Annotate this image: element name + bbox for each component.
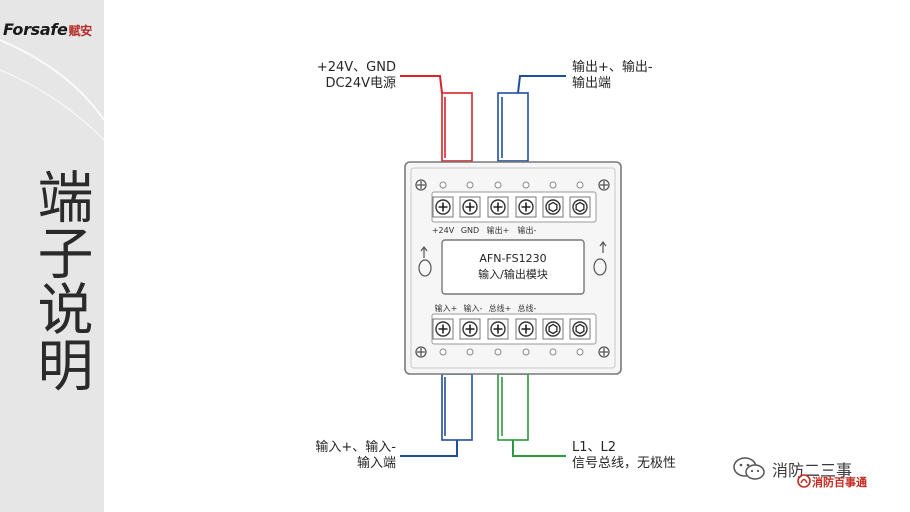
terminal-label-input-minus: 输入- bbox=[464, 303, 483, 313]
bus-callout: L1、L2 信号总线，无极性 bbox=[572, 440, 676, 472]
terminal-screw-top-4 bbox=[515, 196, 537, 218]
terminal-screw-bottom-1 bbox=[432, 318, 454, 340]
brand-name: Forsafe bbox=[3, 20, 68, 39]
terminal-hole-bottom-1 bbox=[439, 348, 447, 356]
page-title: 端子说明 bbox=[28, 168, 93, 392]
terminal-hole-bottom-4 bbox=[522, 348, 530, 356]
terminal-hole-bottom-5 bbox=[549, 348, 557, 356]
sidebar: Forsafe赋安 端子说明 bbox=[0, 0, 104, 512]
terminal-hole-top-5 bbox=[549, 181, 557, 189]
terminal-label-24v: +24V bbox=[432, 226, 455, 235]
decorative-curve bbox=[0, 39, 104, 141]
bottom-terminal-labels: 输入+ 输入- 总线+ 总线- bbox=[435, 303, 537, 313]
watermark-sub: 消防百事通 bbox=[812, 476, 867, 489]
input-callout: 输入+、输入- 输入端 bbox=[290, 440, 396, 472]
terminal-hole-top-2 bbox=[466, 181, 474, 189]
terminal-label-output-plus: 输出+ bbox=[487, 225, 510, 235]
output-callout-line1: 输出+、输出- bbox=[572, 60, 653, 75]
module-model: AFN-FS1230 bbox=[479, 252, 546, 265]
terminal-hole-bottom-3 bbox=[494, 348, 502, 356]
power-callout-line2: DC24V电源 bbox=[325, 76, 396, 91]
bus-wire bbox=[497, 373, 566, 457]
output-wire bbox=[497, 75, 566, 162]
terminal-screw-bottom-6 bbox=[569, 318, 591, 340]
terminal-hole-top-3 bbox=[494, 181, 502, 189]
terminal-label-input-plus: 输入+ bbox=[435, 303, 458, 313]
terminal-screw-bottom-3 bbox=[487, 318, 509, 340]
fire-logo-icon bbox=[797, 474, 811, 488]
terminal-label-output-minus: 输出- bbox=[518, 225, 537, 235]
terminal-hole-top-4 bbox=[522, 181, 530, 189]
bus-callout-line1: L1、L2 bbox=[572, 440, 617, 455]
terminal-hole-top-6 bbox=[576, 181, 584, 189]
output-callout-line2: 输出端 bbox=[572, 76, 612, 91]
input-callout-line1: 输入+、输入- bbox=[315, 440, 396, 455]
output-callout: 输出+、输出- 输出端 bbox=[572, 60, 653, 92]
terminal-screw-top-2 bbox=[459, 196, 481, 218]
terminal-screw-bottom-4 bbox=[515, 318, 537, 340]
power-wire bbox=[400, 75, 473, 162]
terminal-screw-top-3 bbox=[487, 196, 509, 218]
input-callout-line2: 输入端 bbox=[356, 456, 396, 471]
side-indicators bbox=[418, 241, 607, 277]
terminal-screw-bottom-5 bbox=[542, 318, 564, 340]
watermark: 消防二三事 bbox=[732, 456, 852, 482]
terminal-label-gnd: GND bbox=[461, 226, 479, 235]
terminal-label-bus-plus: 总线+ bbox=[489, 303, 512, 313]
wechat-icon bbox=[733, 457, 765, 480]
terminal-hole-top-1 bbox=[439, 181, 447, 189]
corner-screws bbox=[415, 179, 610, 358]
terminal-screws bbox=[432, 196, 591, 340]
terminal-screw-bottom-2 bbox=[459, 318, 481, 340]
terminal-screw-top-1 bbox=[432, 196, 454, 218]
brand-logo: Forsafe赋安 bbox=[3, 20, 92, 39]
module-name: 输入/输出模块 bbox=[478, 267, 548, 281]
watermark-text: 消防二三事 bbox=[772, 461, 853, 480]
power-callout: +24V、GND DC24V电源 bbox=[300, 60, 396, 92]
top-terminal-labels: +24V GND 输出+ 输出- bbox=[432, 225, 537, 235]
power-callout-line1: +24V、GND bbox=[316, 60, 396, 75]
terminal-label-bus-minus: 总线- bbox=[518, 303, 537, 313]
terminal-screw-top-6 bbox=[569, 196, 591, 218]
terminal-screw-top-5 bbox=[542, 196, 564, 218]
module-label: AFN-FS1230 输入/输出模块 bbox=[478, 252, 548, 281]
terminal-hole-bottom-2 bbox=[466, 348, 474, 356]
input-wire bbox=[400, 373, 473, 457]
terminal-hole-bottom-6 bbox=[576, 348, 584, 356]
mounting-holes bbox=[439, 181, 584, 356]
brand-cn: 赋安 bbox=[68, 24, 93, 38]
bus-callout-line2: 信号总线，无极性 bbox=[572, 456, 677, 471]
